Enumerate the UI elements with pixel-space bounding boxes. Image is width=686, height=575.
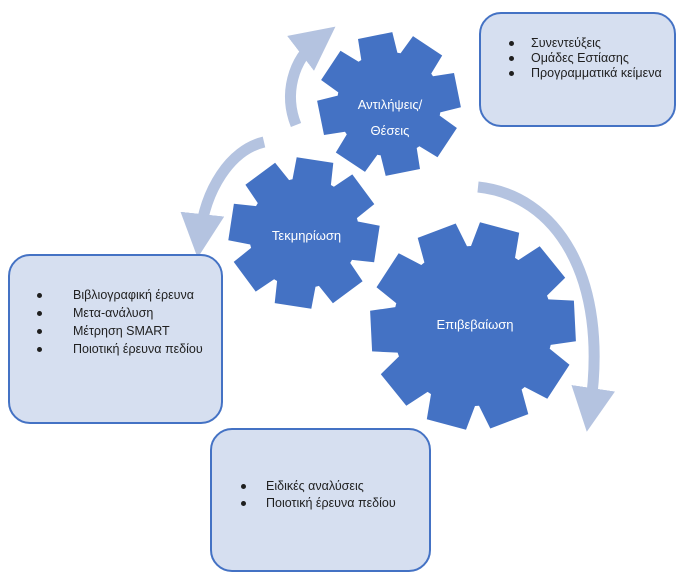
perceptions-gear-label: Αντιλήψεις/ Θέσεις <box>340 92 440 144</box>
methods-list-bottom: Ειδικές αναλύσεις Ποιοτική έρευνα πεδίου <box>212 479 429 511</box>
list-item: Προγραμματικά κείμενα <box>481 66 674 81</box>
list-item: Ποιοτική έρευνα πεδίου <box>10 342 221 357</box>
confirmation-gear-label: Επιβεβαίωση <box>405 312 545 338</box>
perceptions-gear-label-text: Αντιλήψεις/ Θέσεις <box>357 97 423 138</box>
list-item: Μέτρηση SMART <box>10 324 221 339</box>
perceptions-gear <box>317 32 461 176</box>
methods-box-left: Βιβλιογραφική έρευνα Μετα-ανάλυση Μέτρησ… <box>8 254 223 424</box>
arrow-to-perceptions <box>285 26 336 128</box>
documentation-gear-label: Τεκμηρίωση <box>244 223 369 249</box>
list-item: Μετα-ανάλυση <box>10 306 221 321</box>
methods-box-top-right: Συνεντεύξεις Ομάδες Εστίασης Προγραμματι… <box>479 12 676 127</box>
list-item: Ειδικές αναλύσεις <box>212 479 429 494</box>
documentation-gear <box>228 157 380 309</box>
documentation-gear-label-text: Τεκμηρίωση <box>271 228 342 243</box>
arrow-to-documentation <box>180 136 266 258</box>
methods-box-bottom: Ειδικές αναλύσεις Ποιοτική έρευνα πεδίου <box>210 428 431 572</box>
list-item: Συνεντεύξεις <box>481 36 674 51</box>
methods-list-left: Βιβλιογραφική έρευνα Μετα-ανάλυση Μέτρησ… <box>10 288 221 357</box>
confirmation-gear <box>370 222 576 430</box>
list-item: Ποιοτική έρευνα πεδίου <box>212 496 429 511</box>
list-item: Βιβλιογραφική έρευνα <box>10 288 221 303</box>
methods-list-top-right: Συνεντεύξεις Ομάδες Εστίασης Προγραμματι… <box>481 36 674 81</box>
list-item: Ομάδες Εστίασης <box>481 51 674 66</box>
confirmation-gear-label-text: Επιβεβαίωση <box>436 317 514 332</box>
arrow-to-confirmation <box>477 181 615 432</box>
